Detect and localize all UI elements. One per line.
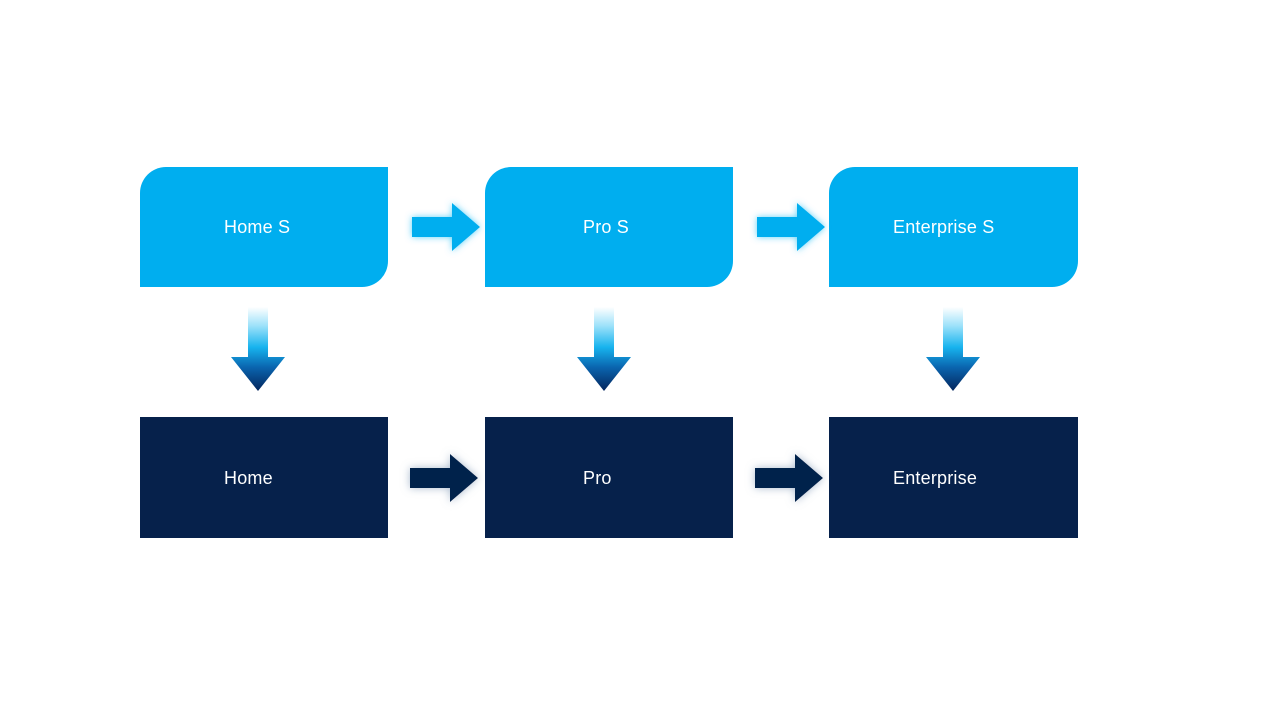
node-home-s-label: Home S <box>224 217 291 237</box>
connector-home-s-to-pro-s <box>402 193 488 261</box>
connector-pro-to-enterprise <box>743 444 831 512</box>
node-enterprise[interactable]: Enterprise <box>829 417 1078 538</box>
node-pro-s-label: Pro S <box>583 217 630 237</box>
node-enterprise-label: Enterprise <box>893 467 978 488</box>
node-pro[interactable]: Pro <box>485 417 733 538</box>
node-pro-label: Pro <box>583 467 612 488</box>
connector-home-to-pro <box>398 444 486 512</box>
connector-pro-s-to-enterprise-s <box>747 193 833 261</box>
node-enterprise-s[interactable]: Enterprise S <box>829 167 1078 287</box>
connector-enterprise-s-to-enterprise <box>920 305 986 397</box>
node-home-s[interactable]: Home S <box>140 167 388 287</box>
node-home[interactable]: Home <box>140 417 388 538</box>
node-enterprise-s-label: Enterprise S <box>893 217 995 237</box>
node-pro-s[interactable]: Pro S <box>485 167 733 287</box>
node-home-label: Home <box>224 467 273 488</box>
connector-home-s-to-home <box>225 305 291 397</box>
connector-pro-s-to-pro <box>571 305 637 397</box>
